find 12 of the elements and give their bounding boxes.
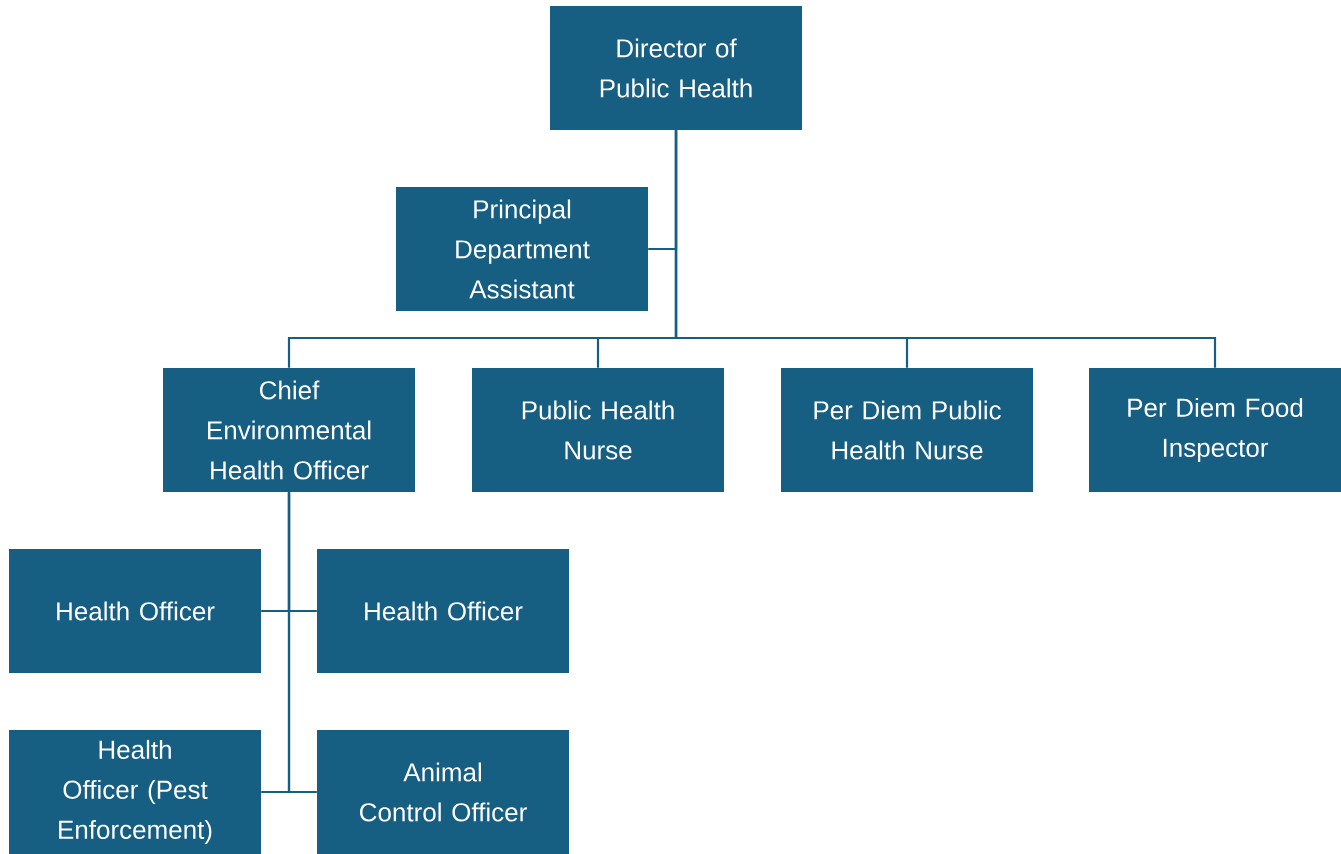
- org-box: Chief Environmental Health Officer: [163, 368, 415, 492]
- org-box: Animal Control Officer: [317, 730, 569, 854]
- org-box: Public Health Nurse: [472, 368, 724, 492]
- org-box: Health Officer (Pest Enforcement): [9, 730, 261, 854]
- org-box: Per Diem Public Health Nurse: [781, 368, 1033, 492]
- org-box: Director of Public Health: [550, 6, 802, 130]
- org-box: Per Diem Food Inspector: [1089, 368, 1341, 492]
- org-box: Health Officer: [317, 549, 569, 673]
- org-box: Health Officer: [9, 549, 261, 673]
- connector-line: [674, 130, 1217, 368]
- connector-line: [287, 492, 317, 794]
- org-box: Principal Department Assistant: [396, 187, 648, 311]
